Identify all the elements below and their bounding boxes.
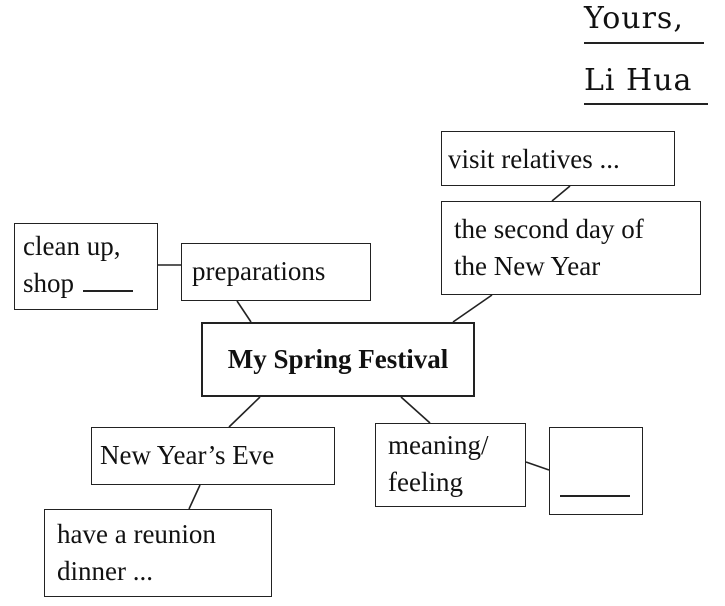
reunion-dinner-line-1: have a reunion [57, 519, 216, 549]
preparations-box: preparations [181, 243, 371, 301]
meaning-answer-blank [560, 495, 630, 497]
second-day-box: the second day of the New Year [441, 201, 701, 295]
link-center-to-meaning [400, 396, 431, 424]
letter-closing: Yours, [584, 1, 684, 36]
central-topic-box: My Spring Festival [201, 322, 475, 397]
meaning-line-1: meaning/ [388, 430, 489, 460]
clean-up-box: clean up, shop [14, 223, 158, 310]
reunion-dinner-line-2: dinner ... [57, 556, 153, 586]
shop-answer-blank [82, 270, 133, 292]
link-visit-to-second-day [551, 185, 571, 202]
preparations-text: preparations [192, 256, 326, 286]
letter-signer-name: Li Hua [584, 63, 693, 98]
closing-underline [584, 42, 704, 44]
reunion-dinner-box: have a reunion dinner ... [44, 509, 272, 597]
visit-relatives-box: visit relatives ... [441, 131, 675, 186]
new-years-eve-text: New Year’s Eve [100, 440, 275, 470]
link-meaning-to-blank [525, 461, 550, 471]
clean-up-line-1: clean up, [23, 231, 121, 261]
link-preparations-to-center [236, 300, 252, 323]
second-day-line-1: the second day of [454, 214, 644, 244]
new-years-eve-box: New Year’s Eve [91, 427, 335, 485]
signer-underline [584, 103, 708, 105]
second-day-line-2: the New Year [454, 251, 601, 281]
link-second-day-to-center [452, 294, 493, 323]
visit-relatives-text: visit relatives ... [448, 144, 620, 174]
meaning-line-2: feeling [388, 467, 463, 497]
meaning-feeling-box: meaning/ feeling [375, 423, 526, 507]
clean-up-line-2: shop [23, 268, 75, 298]
link-center-to-eve [228, 396, 261, 428]
meaning-answer-box [549, 427, 643, 515]
central-topic-text: My Spring Festival [227, 344, 449, 374]
link-eve-to-dinner [188, 484, 201, 510]
